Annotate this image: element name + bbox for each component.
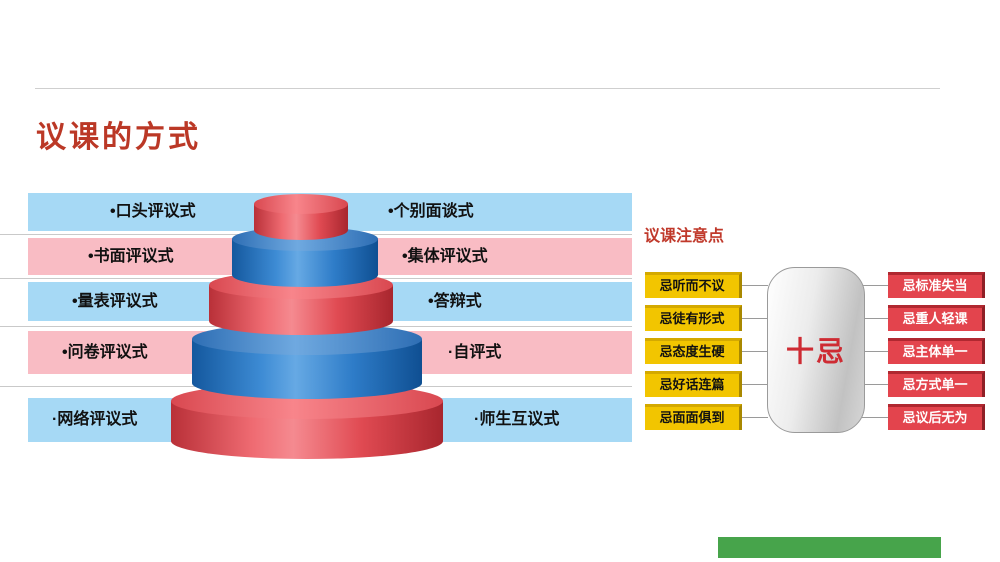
taboo-right-4: 忌方式单一 xyxy=(888,371,985,397)
connector-line xyxy=(742,351,768,352)
cylinder-tier-4 xyxy=(192,323,422,399)
connector-line xyxy=(742,384,768,385)
center-taboo-box: 十忌 xyxy=(767,267,865,433)
cylinder-top xyxy=(254,194,348,214)
taboo-left-1: 忌听而不议 xyxy=(645,272,742,298)
taboo-right-1: 忌标准失当 xyxy=(888,272,985,298)
cylinder-tier-2 xyxy=(232,227,378,287)
connector-line xyxy=(862,285,888,286)
row-label-right: •个别面谈式 xyxy=(388,203,474,220)
page-title: 议课的方式 xyxy=(36,121,201,154)
row-label-left: •问卷评议式 xyxy=(62,344,148,361)
row-label-right: ·自评式 xyxy=(448,344,502,361)
row-label-right: •集体评议式 xyxy=(402,248,488,265)
row-label-left: ·网络评议式 xyxy=(52,411,138,428)
connector-line xyxy=(862,351,888,352)
cylinder-tier-5 xyxy=(171,383,443,459)
connector-line xyxy=(742,417,768,418)
taboo-left-3: 忌态度生硬 xyxy=(645,338,742,364)
row-label-left: •量表评议式 xyxy=(72,293,158,310)
taboo-left-5: 忌面面俱到 xyxy=(645,404,742,430)
top-divider xyxy=(35,88,940,89)
footer-accent-bar xyxy=(718,537,941,558)
connector-line xyxy=(862,417,888,418)
connector-line xyxy=(742,285,768,286)
row-label-right: ·师生互议式 xyxy=(474,411,560,428)
connector-line xyxy=(862,384,888,385)
row-label-left: •书面评议式 xyxy=(88,248,174,265)
cylinder-tier-1 xyxy=(254,194,348,240)
taboo-right-3: 忌主体单一 xyxy=(888,338,985,364)
connector-line xyxy=(862,318,888,319)
center-taboo-label: 十忌 xyxy=(785,336,846,367)
row-label-right: •答辩式 xyxy=(428,293,482,310)
taboo-right-5: 忌议后无为 xyxy=(888,404,985,430)
row-label-left: •口头评议式 xyxy=(110,203,196,220)
taboo-left-4: 忌好话连篇 xyxy=(645,371,742,397)
notes-heading: 议课注意点 xyxy=(644,228,725,245)
connector-line xyxy=(742,318,768,319)
taboo-left-2: 忌徒有形式 xyxy=(645,305,742,331)
taboo-right-2: 忌重人轻课 xyxy=(888,305,985,331)
